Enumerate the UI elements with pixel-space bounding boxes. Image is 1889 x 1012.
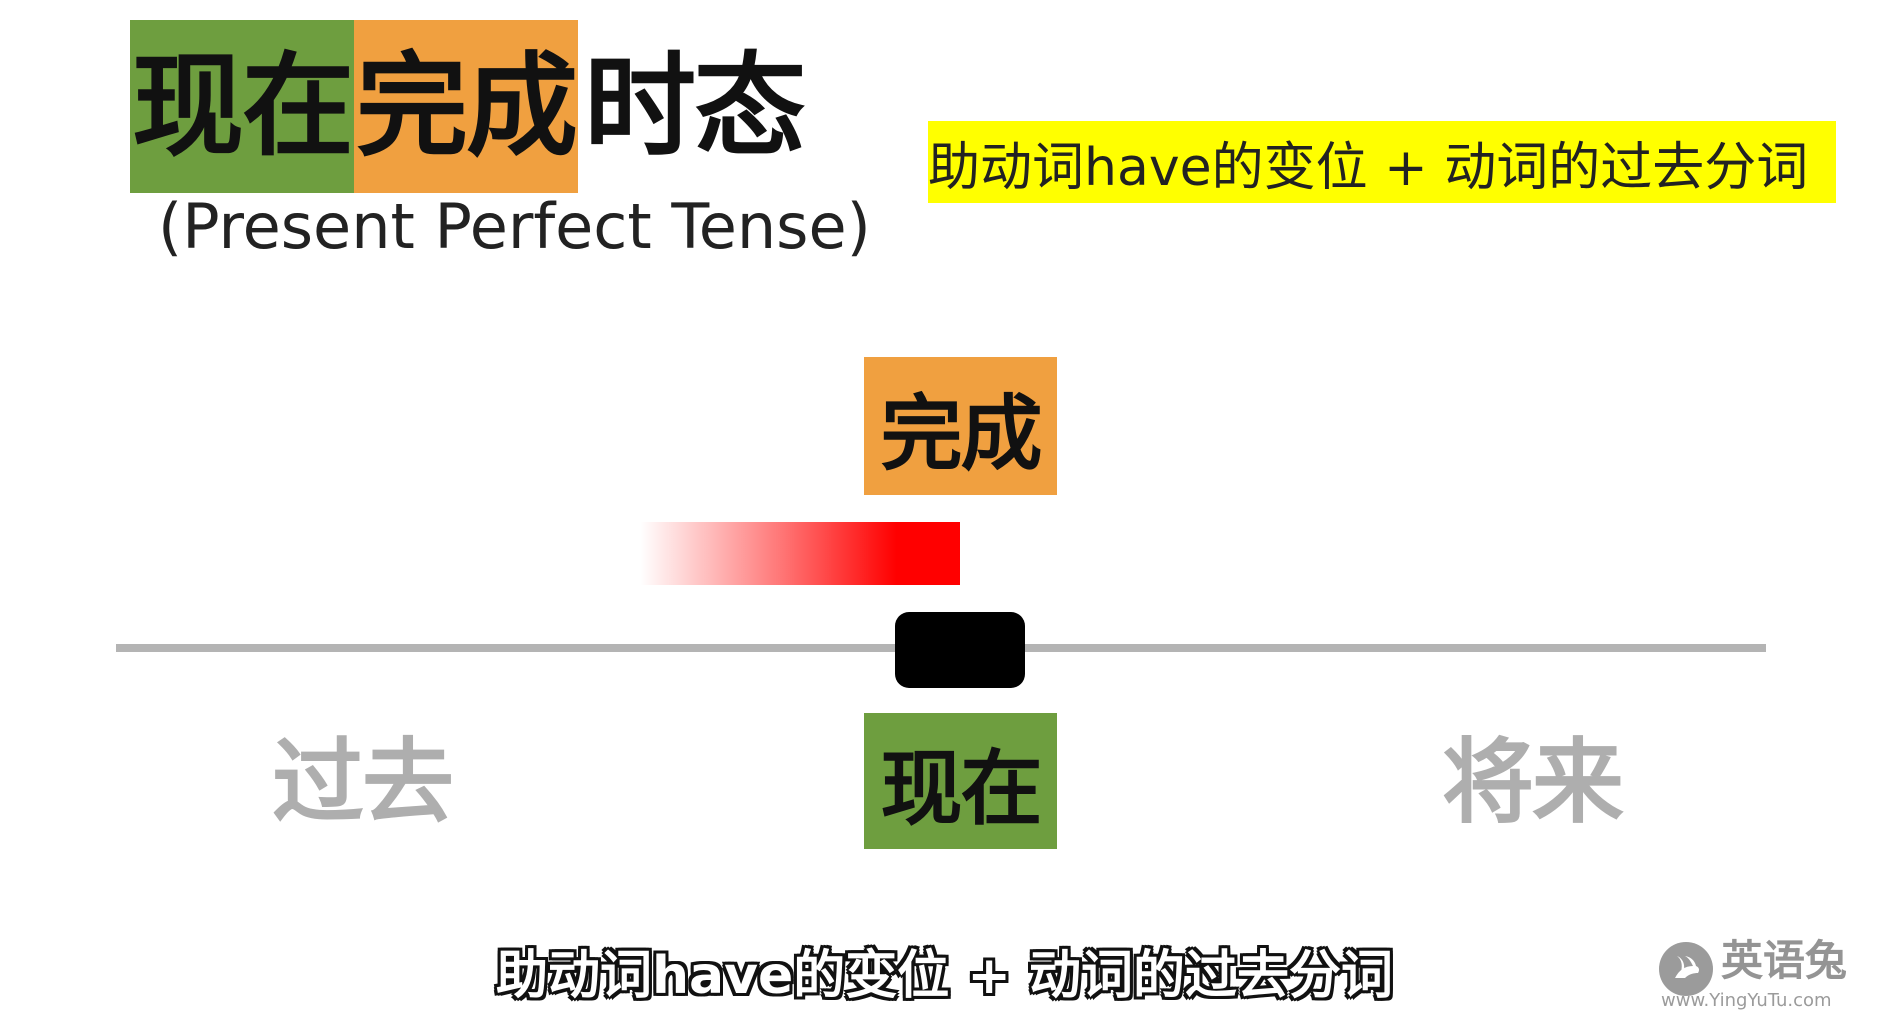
now-marker bbox=[895, 612, 1025, 688]
past-label: 过去 bbox=[272, 728, 454, 836]
watermark-url: www.YingYuTu.com bbox=[1661, 990, 1832, 1011]
rabbit-logo-icon bbox=[1659, 942, 1713, 996]
now-label: 现在 bbox=[864, 713, 1057, 849]
complete-label: 完成 bbox=[864, 357, 1057, 495]
title-segment-perfect: 完成 bbox=[354, 20, 578, 193]
title-segment-tense: 时态 bbox=[584, 40, 806, 172]
watermark-name: 英语兔 bbox=[1721, 936, 1848, 985]
title-english: (Present Perfect Tense) bbox=[158, 190, 871, 263]
watermark: 英语兔 www.YingYuTu.com bbox=[1659, 936, 1869, 1012]
title-segment-present: 现在 bbox=[130, 20, 354, 193]
future-label: 将来 bbox=[1442, 728, 1624, 836]
page-title: 现在 完成 时态 bbox=[130, 20, 806, 193]
formula-highlight: 助动词have的变位 + 动词的过去分词 bbox=[928, 121, 1836, 203]
video-subtitle: 助动词have的变位 + 动词的过去分词 bbox=[495, 946, 1394, 1006]
duration-bar bbox=[640, 522, 960, 585]
